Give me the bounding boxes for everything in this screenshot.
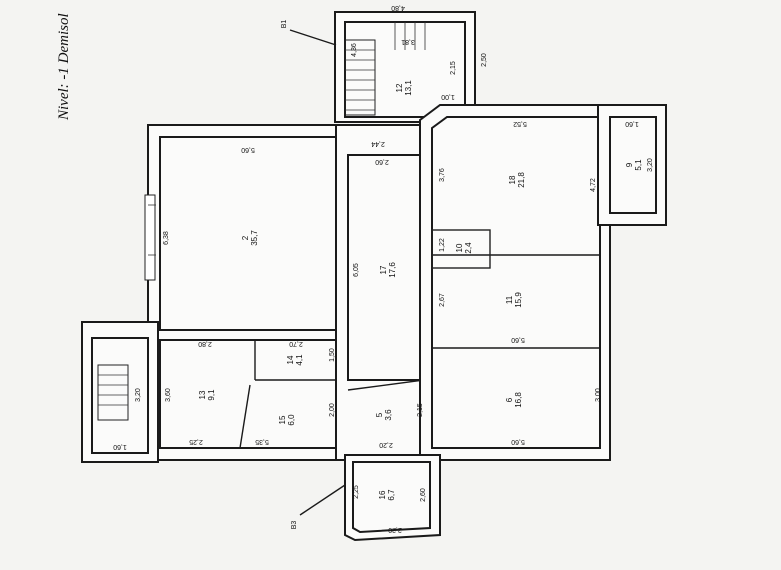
svg-text:2,00: 2,00 xyxy=(329,403,336,417)
room-10-label: 102,4 xyxy=(455,242,473,254)
svg-text:3,00: 3,00 xyxy=(595,388,602,402)
marker-b3: B3 xyxy=(291,521,298,530)
room-17-label: 1717,6 xyxy=(379,262,397,278)
room-6-label: 616,8 xyxy=(505,392,523,408)
svg-text:2,15: 2,15 xyxy=(417,403,424,417)
svg-text:2,25: 2,25 xyxy=(189,438,203,445)
svg-text:2,15: 2,15 xyxy=(450,61,457,75)
svg-text:4,72: 4,72 xyxy=(590,178,597,192)
svg-text:5,60: 5,60 xyxy=(241,146,255,153)
svg-text:2,20: 2,20 xyxy=(388,526,402,533)
svg-text:3,76: 3,76 xyxy=(439,168,446,182)
room-16-label: 166,7 xyxy=(378,489,396,501)
svg-text:1,00: 1,00 xyxy=(441,93,455,100)
svg-text:3,60: 3,60 xyxy=(165,388,172,402)
svg-text:5,60: 5,60 xyxy=(511,438,525,445)
svg-text:6,38: 6,38 xyxy=(163,231,170,245)
stair-tower xyxy=(334,11,476,123)
svg-text:2,44: 2,44 xyxy=(371,140,385,147)
svg-text:2,60: 2,60 xyxy=(375,158,389,165)
dimension-labels: 4,80 4,36 3,81 2,15 2,50 1,00 5,60 2,44 … xyxy=(113,4,654,533)
room-14-label: 144,1 xyxy=(286,354,304,366)
svg-text:5,35: 5,35 xyxy=(255,438,269,445)
svg-text:6,05: 6,05 xyxy=(353,263,360,277)
room-9-label: 95,1 xyxy=(625,159,643,171)
room-block-left xyxy=(144,124,349,341)
room-small-right xyxy=(597,104,667,226)
room-5-label: 53,6 xyxy=(375,409,393,421)
svg-text:2,67: 2,67 xyxy=(439,293,446,307)
svg-text:3,20: 3,20 xyxy=(135,388,142,402)
svg-text:5,52: 5,52 xyxy=(513,120,527,127)
svg-text:5,60: 5,60 xyxy=(511,336,525,343)
svg-text:1,22: 1,22 xyxy=(439,238,446,252)
room-12-label: 1213,1 xyxy=(395,80,413,96)
svg-text:2,70: 2,70 xyxy=(289,340,303,347)
svg-text:2,50: 2,50 xyxy=(481,53,488,67)
marker-b1: B1 xyxy=(281,20,288,29)
svg-text:2,20: 2,20 xyxy=(379,441,393,448)
svg-text:2,25: 2,25 xyxy=(353,485,360,499)
room-labels: 235,7 1717,6 1821,8 95,1 102,4 1115,9 61… xyxy=(198,80,643,501)
room-2-label: 235,7 xyxy=(241,230,259,246)
stair-annex-left xyxy=(81,321,159,463)
room-block-bottom-left xyxy=(147,329,349,461)
svg-text:4,80: 4,80 xyxy=(391,4,405,11)
room-block-right xyxy=(419,104,611,461)
room-15-label: 156,0 xyxy=(278,414,296,426)
room-13-label: 139,1 xyxy=(198,389,216,401)
room-18-label: 1821,8 xyxy=(508,172,526,188)
svg-text:2,80: 2,80 xyxy=(198,340,212,347)
svg-text:1,60: 1,60 xyxy=(625,120,639,127)
svg-text:4,36: 4,36 xyxy=(351,43,358,57)
svg-text:1,50: 1,50 xyxy=(329,348,336,362)
svg-text:2,60: 2,60 xyxy=(420,488,427,502)
vestibule xyxy=(344,454,441,542)
room-11-label: 1115,9 xyxy=(505,292,523,308)
svg-text:3,20: 3,20 xyxy=(647,158,654,172)
svg-text:1,60: 1,60 xyxy=(113,443,127,450)
svg-text:3,81: 3,81 xyxy=(401,38,415,45)
